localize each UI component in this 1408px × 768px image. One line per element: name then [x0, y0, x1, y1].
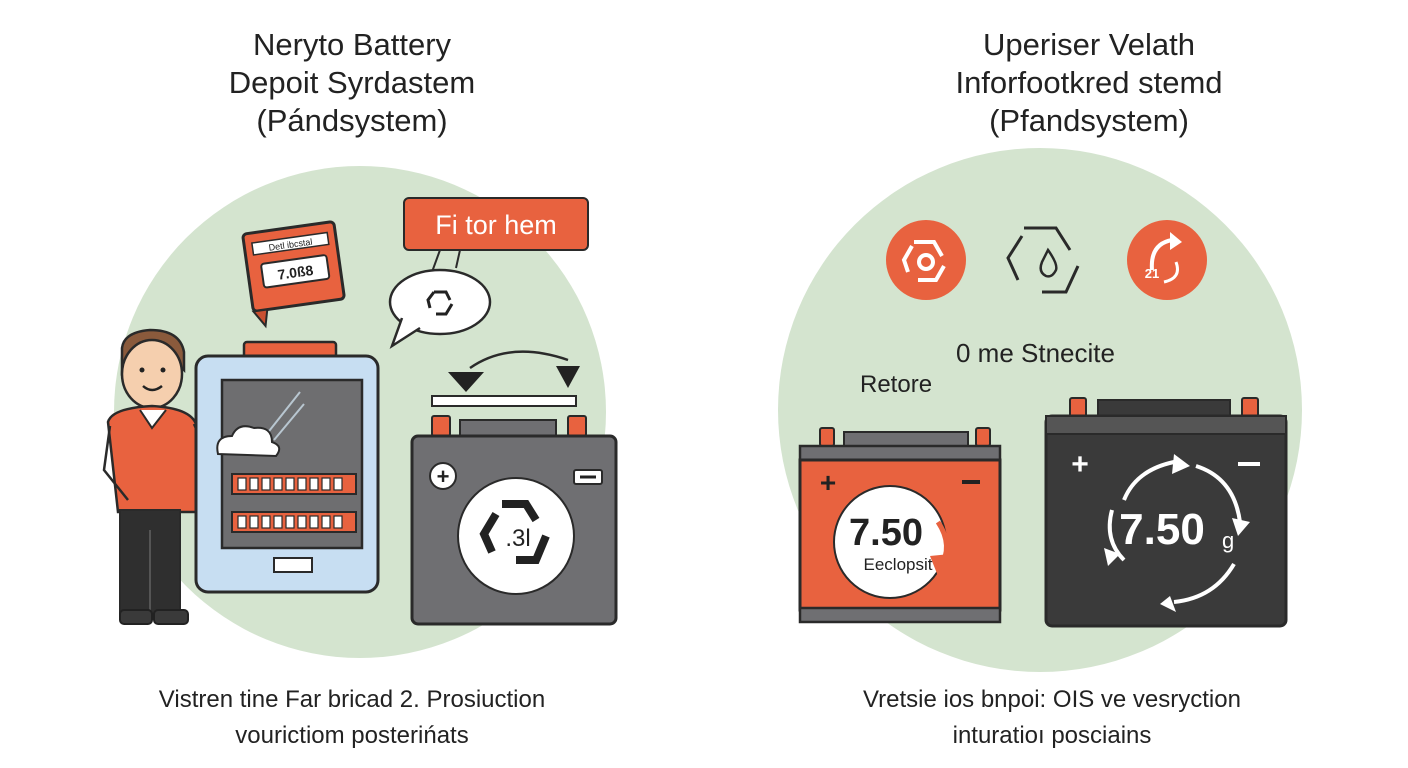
right-panel: Uperiser Velath Inforfootkred stemd (Pfa…: [704, 0, 1408, 768]
rotate-arrow-icon: 21: [1127, 220, 1207, 300]
person-icon: [102, 328, 212, 625]
badge-number: 21: [1145, 266, 1159, 281]
recycle-badge-icon: [886, 220, 966, 300]
recycle-drop-icon: [1006, 226, 1080, 294]
arrow-swap-icon: [431, 350, 580, 407]
left-caption-line-2: vourictiom posterińats: [235, 722, 469, 749]
right-title-line-2: Inforfootkred stemd: [955, 65, 1223, 100]
left-caption-line-1: Vistren tine Far bricad 2. Prosiuction: [158, 686, 546, 713]
right-title-line-3: (Pfandsystem): [989, 103, 1189, 138]
receipt-value: 7.0ß8: [277, 262, 315, 283]
left-title-line-1: Neryto Battery: [252, 27, 452, 62]
right-title-line-1: Uperiser Velath: [983, 27, 1195, 62]
left-title-line-2: Depoit Syrdastem: [228, 65, 476, 100]
speech-bubble: [388, 268, 492, 350]
recycle-icon: [426, 290, 454, 316]
left-illustration: Detl ibcstal 7.0ß8 Fi tor hem: [102, 166, 618, 658]
plus-terminal: +: [820, 467, 836, 498]
orange-battery-value: 7.50: [849, 512, 923, 554]
cycle-arrows-icon: [1107, 460, 1242, 604]
right-caption-line-1: Vretsie ios bnpoi: OIS ve vesryction: [863, 686, 1241, 713]
battery-badge-text: .3l: [505, 525, 530, 552]
cloud-icon: [216, 425, 281, 458]
plus-terminal: +: [1071, 448, 1089, 481]
receipt-icon: Detl ibcstal 7.0ß8: [241, 220, 346, 329]
left-panel: Neryto Battery Depoit Syrdastem (Pándsys…: [0, 26, 704, 754]
battery-gray: + .3l: [410, 415, 618, 626]
recycle-icon: [479, 500, 550, 564]
orange-battery-sub: Eeclopsit: [864, 555, 933, 574]
deposit-machine: [194, 340, 380, 594]
left-caption: Vistren tine Far bricad 2. Prosiuction v…: [0, 682, 704, 754]
dark-battery-value: 7.50: [1119, 505, 1205, 554]
right-caption: Vretsie ios bnpoi: OIS ve vesryction int…: [700, 682, 1404, 754]
dark-battery-unit: g: [1222, 528, 1234, 553]
left-title: Neryto Battery Depoit Syrdastem (Pándsys…: [0, 26, 704, 140]
label-top: 0 me Stnecite: [956, 338, 1115, 368]
sign-label: Fi tor hem: [435, 210, 557, 240]
plus-terminal: +: [437, 464, 450, 489]
right-caption-line-2: inturatioı posciains: [952, 722, 1152, 749]
right-title: Uperiser Velath Inforfootkred stemd (Pfa…: [737, 26, 1408, 140]
right-illustration: 21 0 me Stnecite Retore + 7.50 Eeclopsit: [778, 148, 1302, 672]
battery-orange: + 7.50 Eeclopsit: [798, 427, 1002, 624]
sign-board: Fi tor hem: [403, 197, 589, 273]
label-left: Retore: [860, 371, 932, 398]
battery-dark: + 7.50 g: [1044, 397, 1288, 628]
left-title-line-3: (Pándsystem): [256, 103, 448, 138]
